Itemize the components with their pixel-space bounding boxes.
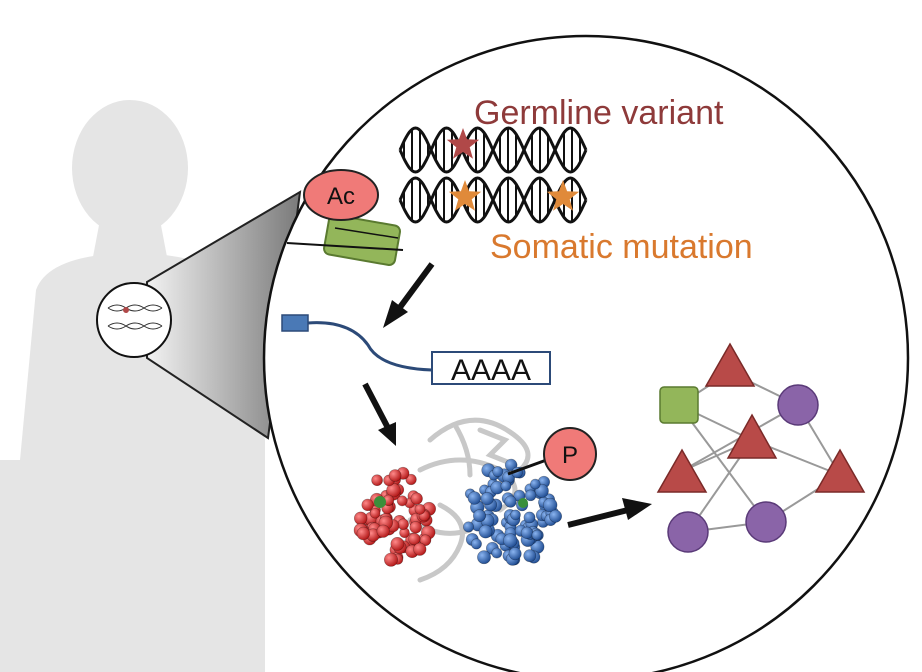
atom xyxy=(480,492,494,506)
atom xyxy=(390,537,405,551)
atom xyxy=(369,507,381,519)
dna-helix-bottom xyxy=(398,176,588,224)
protein-structure-icon xyxy=(353,417,562,583)
atom xyxy=(500,480,512,492)
somatic-star-icon xyxy=(546,180,580,211)
atom xyxy=(491,547,503,559)
dna-double-helix-icon xyxy=(107,304,163,330)
somatic-star-icon xyxy=(448,180,482,211)
atom xyxy=(520,526,534,539)
atom xyxy=(376,524,390,538)
atom xyxy=(504,458,518,472)
atom xyxy=(383,552,398,567)
atom xyxy=(397,518,409,530)
atom xyxy=(510,509,521,521)
atom xyxy=(361,498,374,512)
acetyl-badge: Ac xyxy=(303,169,379,221)
atom xyxy=(548,509,562,523)
green-residue xyxy=(374,496,386,508)
atom xyxy=(410,492,423,505)
atom xyxy=(405,473,417,486)
atom xyxy=(508,547,522,561)
circle-node xyxy=(777,384,819,426)
atom xyxy=(504,495,517,508)
atom xyxy=(396,495,408,507)
triangle-node xyxy=(726,413,778,459)
germline-variant-label: Germline variant xyxy=(474,94,724,132)
atom xyxy=(523,511,536,524)
atom xyxy=(409,521,422,534)
phospho-label: P xyxy=(562,442,578,469)
atom xyxy=(356,526,370,541)
atom xyxy=(371,474,383,487)
network-graph-icon xyxy=(656,342,866,553)
triangle-node xyxy=(814,448,866,493)
polya-box xyxy=(431,351,551,385)
square-node xyxy=(659,386,699,424)
germline-star-icon xyxy=(446,128,480,159)
atom xyxy=(388,469,402,482)
blue-domain xyxy=(462,458,562,566)
atom xyxy=(408,532,421,546)
atom xyxy=(503,533,518,548)
atom xyxy=(354,511,368,525)
atom xyxy=(523,549,537,563)
triangle-node xyxy=(704,342,756,387)
atom xyxy=(492,466,504,478)
atom xyxy=(467,491,482,505)
atom xyxy=(470,538,482,550)
atom xyxy=(472,509,486,523)
mrna-icon: AAAA xyxy=(281,314,551,387)
circle-node xyxy=(745,501,787,543)
green-residue xyxy=(518,498,528,508)
cell-circle xyxy=(96,282,172,358)
arrow-icon xyxy=(567,498,652,528)
atom xyxy=(413,542,427,556)
small-star-icon xyxy=(123,307,129,313)
triangle-node xyxy=(656,448,708,493)
polya-label: AAAA xyxy=(451,354,531,387)
acetyl-label: Ac xyxy=(327,183,355,210)
circle-node xyxy=(667,511,709,553)
atom xyxy=(414,503,426,515)
somatic-mutation-label: Somatic mutation xyxy=(490,228,753,266)
atom xyxy=(478,524,493,539)
arrow-icon xyxy=(362,382,396,446)
mrna-cap xyxy=(281,314,309,332)
atom xyxy=(462,521,474,533)
atom xyxy=(477,550,491,565)
atom xyxy=(529,478,541,490)
atom xyxy=(524,489,537,502)
histone-icon xyxy=(286,214,404,266)
phospho-badge: P xyxy=(543,427,597,481)
atom xyxy=(531,529,543,541)
atom xyxy=(542,497,558,513)
arrow-icon xyxy=(383,262,435,328)
red-domain xyxy=(353,466,436,567)
